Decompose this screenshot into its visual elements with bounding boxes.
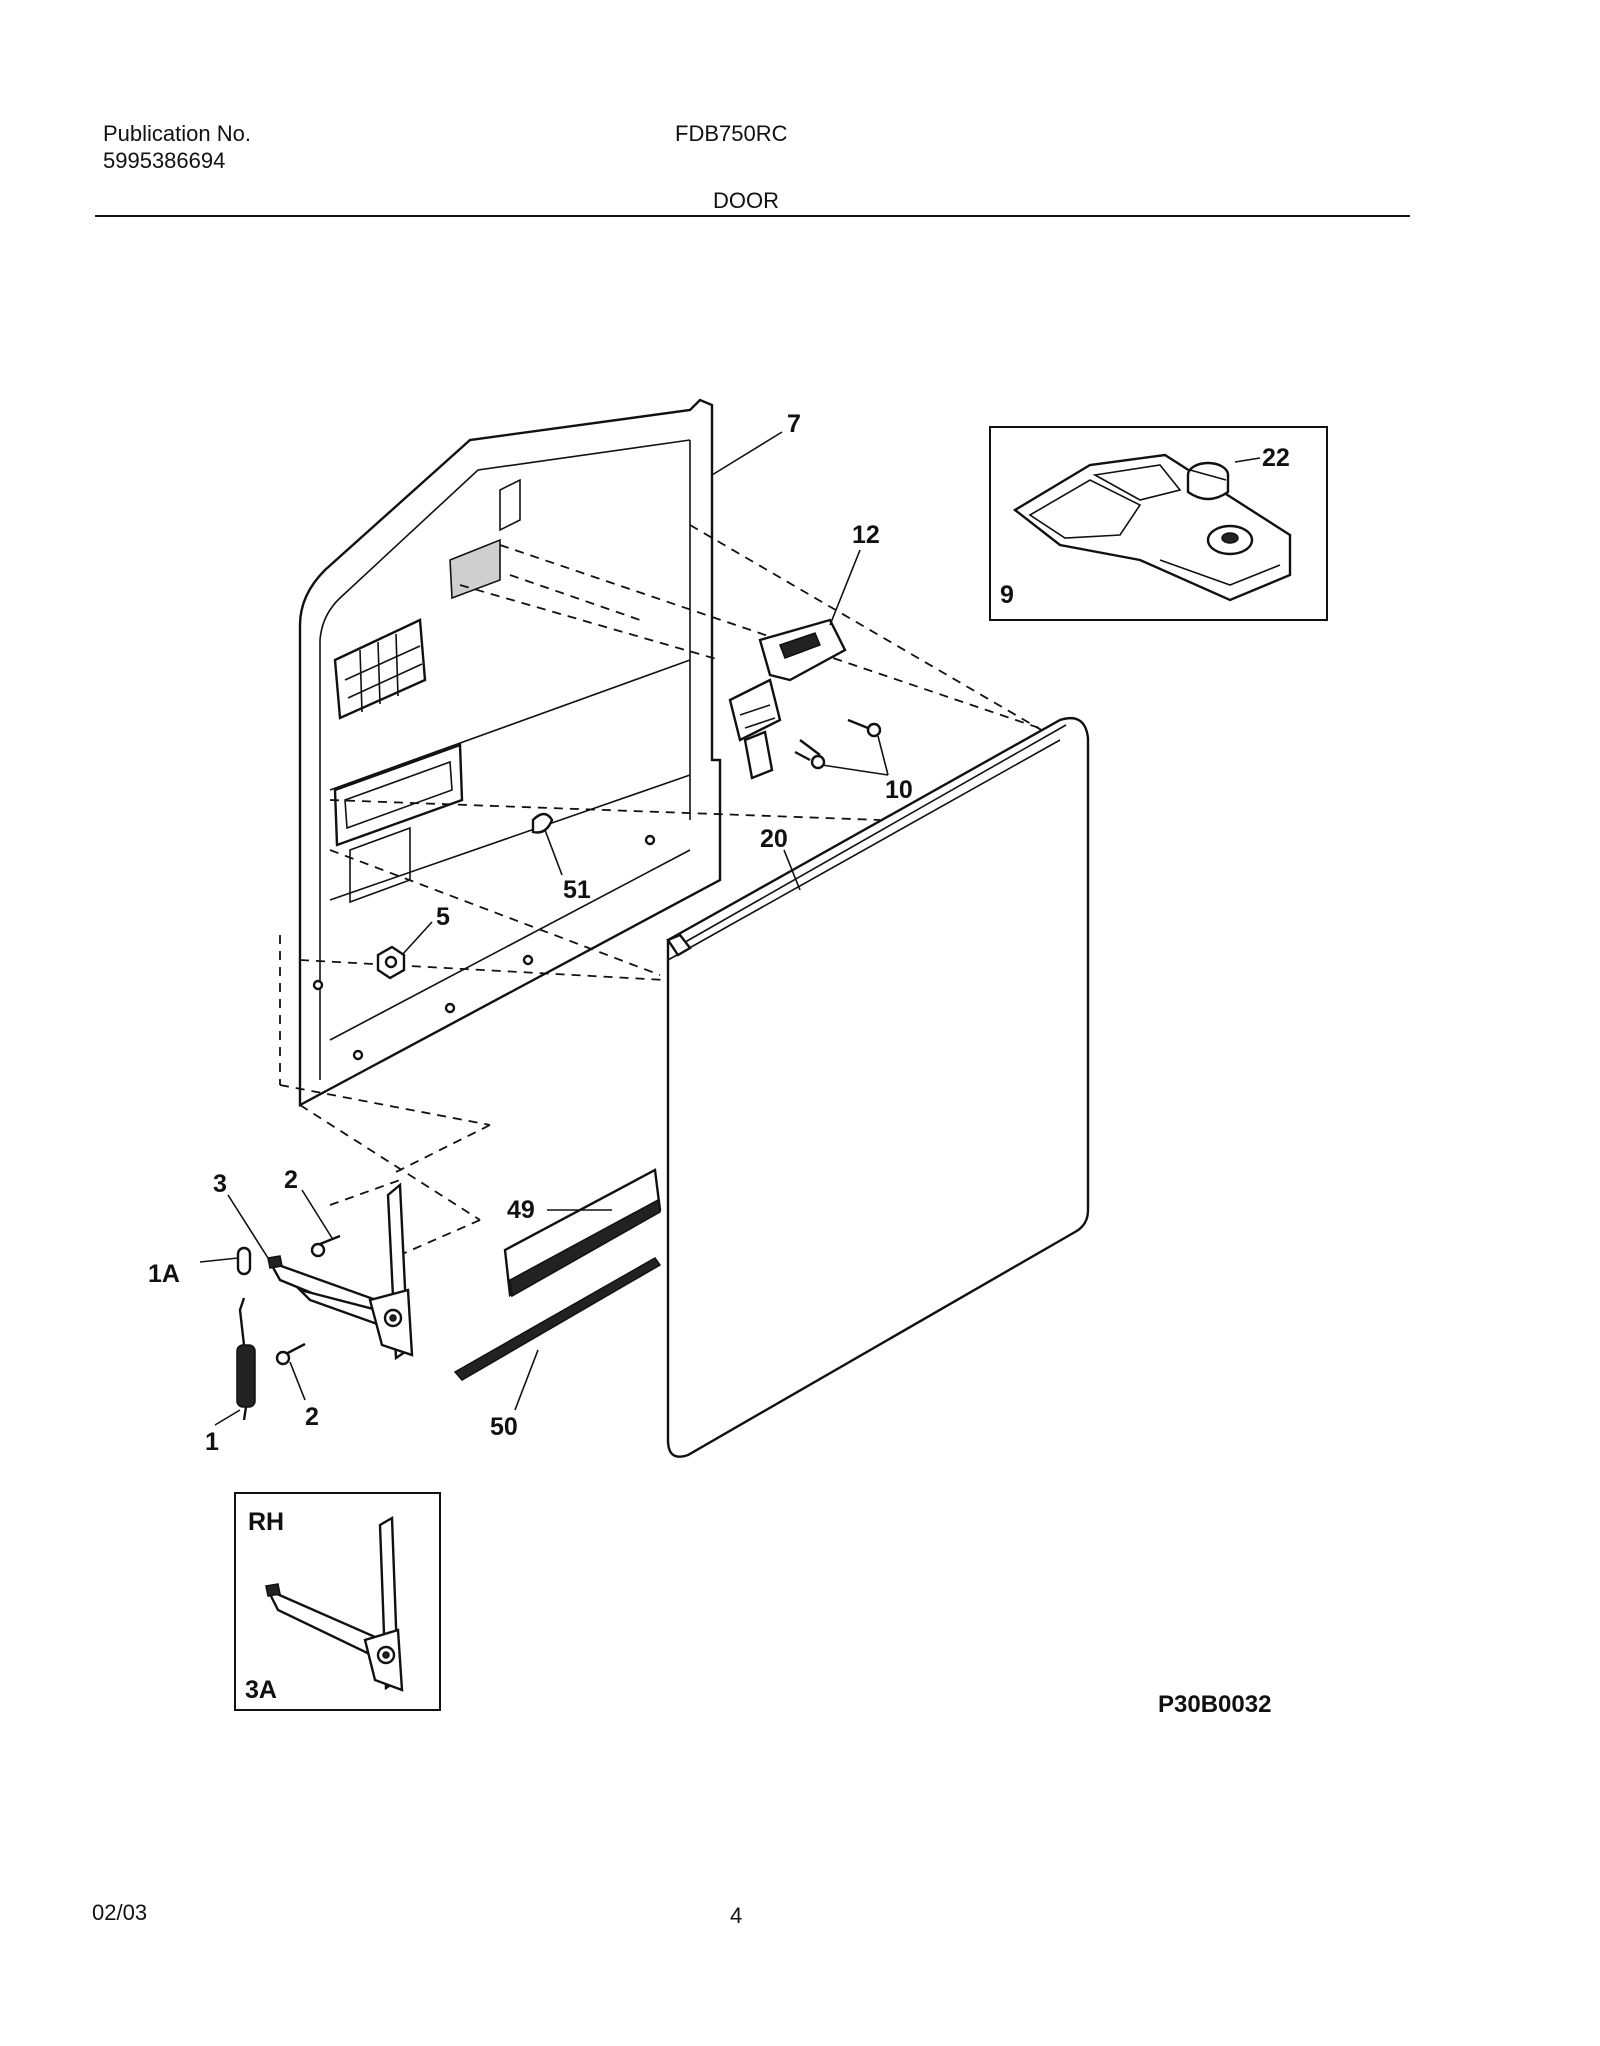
page-number: 4: [730, 1903, 743, 1928]
publication-label: Publication No.: [103, 121, 251, 146]
latch-screws: [794, 718, 882, 770]
clip: [531, 812, 554, 834]
callout-2-upper: 2: [284, 1166, 298, 1194]
callout-9: 9: [1000, 581, 1014, 609]
hinge-assembly: [236, 1182, 414, 1421]
leader-lines: [199, 431, 1261, 1426]
callout-1A: 1A: [148, 1260, 180, 1288]
outer-door-panel: [666, 716, 1090, 1458]
door-latch: [728, 618, 847, 780]
model-number: FDB750RC: [675, 121, 788, 146]
callout-1: 1: [205, 1428, 219, 1456]
callout-RH: RH: [248, 1508, 284, 1536]
inner-door-liner: [298, 398, 722, 1108]
callout-20: 20: [760, 825, 788, 853]
callout-5: 5: [436, 903, 450, 931]
rh-hinge-inset: [234, 1492, 441, 1711]
header-rule: [95, 215, 1410, 217]
diagram-code: P30B0032: [1158, 1691, 1271, 1718]
footer-date: 02/03: [92, 1900, 148, 1925]
callout-49: 49: [507, 1196, 535, 1224]
callout-7: 7: [787, 410, 801, 438]
nut: [376, 945, 406, 980]
publication-number: 5995386694: [103, 148, 226, 173]
callout-2-lower: 2: [305, 1403, 319, 1431]
section-title: DOOR: [713, 188, 779, 213]
callout-51: 51: [563, 876, 591, 904]
callout-10: 10: [885, 776, 913, 804]
callout-3A: 3A: [245, 1676, 277, 1704]
callout-22: 22: [1262, 444, 1290, 472]
dispenser-inset: [989, 426, 1328, 621]
trim-strips: [453, 1168, 662, 1381]
callout-12: 12: [852, 521, 880, 549]
callout-50: 50: [490, 1413, 518, 1441]
callout-3: 3: [213, 1170, 227, 1198]
